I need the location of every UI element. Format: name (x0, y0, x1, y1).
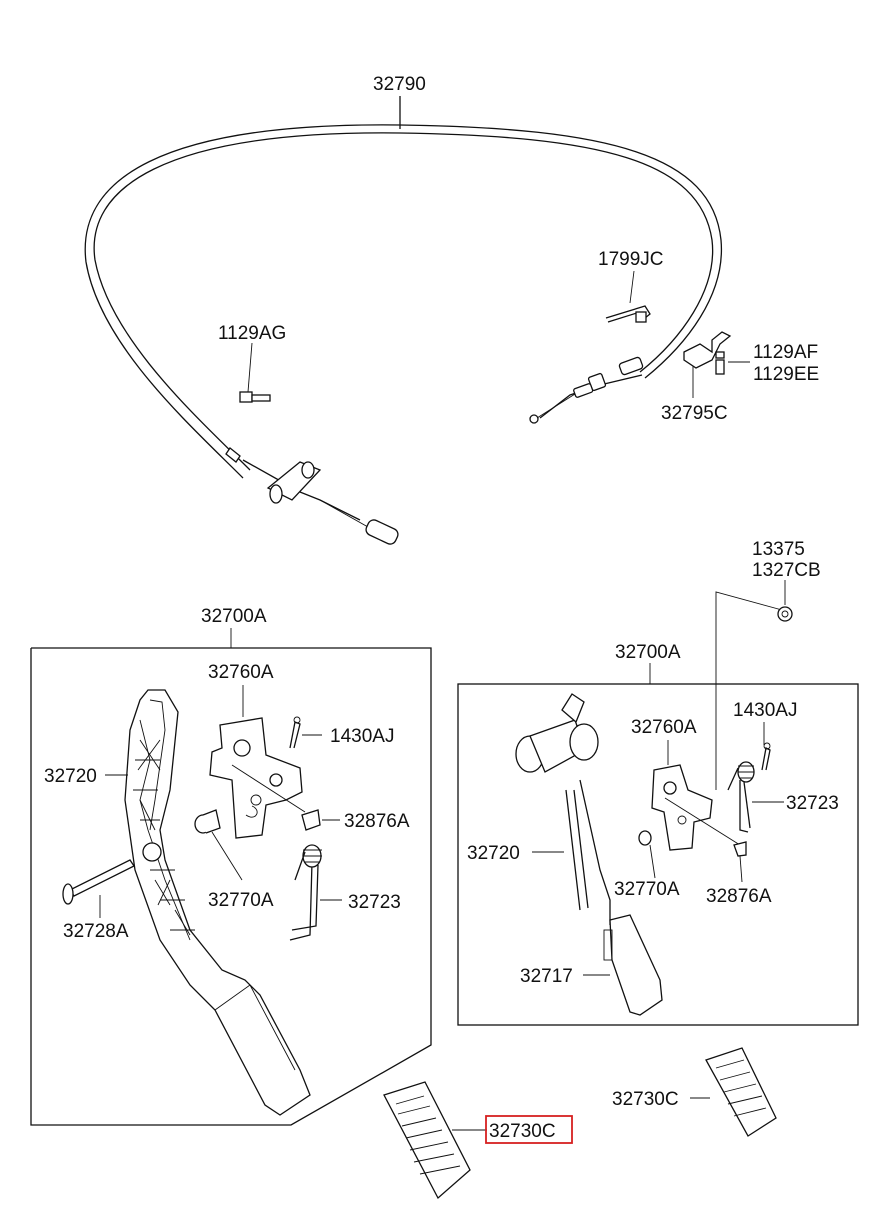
accelerator-cable (84, 96, 723, 545)
label-clip-1799jc: 1799JC (598, 249, 664, 270)
pivot-pin-left (62, 859, 135, 918)
label-arm-left: 32720 (44, 766, 97, 787)
bracket-32795c (683, 331, 750, 398)
clip-1799jc (605, 270, 651, 323)
label-pin-right: 1430AJ (733, 700, 797, 721)
label-arm-right: 32720 (467, 843, 520, 864)
label-bolt-1129ee: 1129EE (753, 364, 819, 385)
label-assy-right: 32700A (615, 642, 681, 663)
label-spring-left: 32723 (348, 892, 401, 913)
bolt-1129ag (239, 342, 271, 403)
label-bushing-small-right: 32876A (706, 886, 772, 907)
pedal-pad-highlighted (383, 1081, 487, 1200)
label-pad-arm: 32717 (520, 966, 573, 987)
pedal-arm-right (515, 693, 663, 1016)
label-cable: 32790 (373, 74, 426, 95)
spring-right (727, 761, 784, 833)
label-bracket-left: 32760A (208, 662, 274, 683)
label-spring-right: 32723 (786, 793, 839, 814)
highlight-box (485, 1115, 573, 1144)
label-nut-13375: 13375 (752, 539, 805, 560)
bracket-left (209, 685, 306, 839)
label-pad-right: 32730C (612, 1089, 679, 1110)
label-bolt-1129ag: 1129AG (218, 323, 286, 344)
pin-left (289, 716, 322, 749)
spring-left (289, 844, 342, 941)
pin-right (761, 722, 771, 771)
left-assembly-frame (30, 628, 432, 1126)
bushing-right (638, 830, 656, 879)
label-bracket-right: 32760A (631, 717, 697, 738)
label-bolt-1129af: 1129AF (753, 342, 818, 363)
bushing-left (194, 809, 243, 881)
label-pad-highlighted: 32730C (489, 1121, 556, 1142)
label-pin-left: 1430AJ (330, 726, 394, 747)
label-pivot-pin: 32728A (63, 921, 129, 942)
label-bushing-left: 32770A (208, 890, 274, 911)
label-bushing-right: 32770A (614, 879, 680, 900)
pedal-pad-right (690, 1047, 777, 1137)
label-bushing-small-left: 32876A (344, 811, 410, 832)
label-assy-left: 32700A (201, 606, 267, 627)
label-nut-1327cb: 1327CB (752, 560, 821, 581)
right-assembly-frame (457, 663, 859, 1026)
nut-13375 (715, 580, 793, 790)
pedal-arm-left (105, 689, 311, 1116)
bushing-small-left (301, 809, 340, 831)
bushing-small-right (733, 841, 747, 883)
label-bracket-32795c: 32795C (661, 403, 728, 424)
bracket-right (651, 740, 741, 851)
